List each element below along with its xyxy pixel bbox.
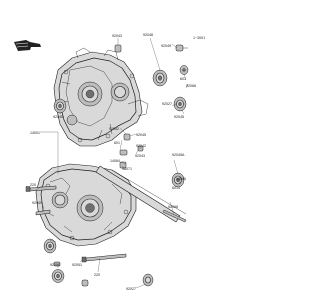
label-92045-lower-right: 92045 [176, 177, 186, 181]
figure-code: 1~3001 [193, 36, 205, 40]
washer-right [179, 65, 189, 75]
bearing-right-lower [171, 172, 185, 188]
bearing-right-mid [173, 96, 187, 112]
exploded-parts-diagram: 1~3001 [14, 33, 205, 291]
label-6014: 6014 [172, 186, 180, 190]
label-92045-left: 92045 [53, 115, 63, 119]
bolt-right-lower [162, 209, 187, 223]
part-labels: 92043 92048 92049 92066 601 92027 92045 … [30, 33, 196, 291]
label-92045a: 92045A [172, 153, 185, 157]
plug-bottom-center [81, 279, 89, 287]
dowel-pin-top [114, 44, 122, 53]
label-92027: 92027 [162, 102, 172, 106]
label-92071: 92071 [122, 167, 132, 171]
label-92043: 92043 [112, 34, 122, 38]
bolt-bottom [81, 253, 127, 263]
label-92068: 92068 [168, 205, 178, 209]
oil-jet-center [119, 133, 144, 169]
label-92049-left: 92049 [32, 201, 42, 205]
label-220: 220 [30, 183, 36, 187]
upper-crankcase-half [53, 47, 149, 147]
bearing-left-upper [53, 98, 67, 114]
transmission-shaft [95, 165, 187, 223]
plug-top-right [175, 44, 188, 52]
label-14064: 14064 [110, 159, 120, 163]
bearing-upper-right [152, 69, 168, 87]
label-601-center: 601 [114, 141, 120, 145]
label-92051: 92051 [72, 263, 82, 267]
label-92045-center: 92045 [136, 133, 146, 137]
label-92048: 92048 [143, 33, 153, 37]
label-92042: 92042 [109, 127, 119, 131]
bearing-lower-left [43, 238, 57, 254]
label-92066: 92066 [186, 84, 196, 88]
label-92027-bottom: 92027 [126, 287, 136, 291]
label-92042-center: 92042 [136, 144, 146, 148]
label-601: 601 [180, 77, 186, 81]
crankcase-drawing: 1~3001 [14, 33, 205, 291]
label-14001: 14001 [30, 131, 40, 135]
label-92049: 92049 [161, 44, 171, 48]
label-92050: 92050 [50, 263, 60, 267]
label-92043-center: 92043 [135, 154, 145, 158]
bearing-bottom [51, 269, 65, 283]
bolt-left-lower [35, 209, 51, 216]
pointing-hand-icon [14, 40, 41, 51]
lower-crankcase-half [35, 163, 137, 247]
label-92045-right: 92045 [174, 115, 184, 119]
seal-bottom-right [142, 273, 154, 287]
gasket-left [53, 261, 61, 267]
label-220-bottom: 220 [94, 273, 100, 277]
leader-lines [35, 37, 189, 289]
